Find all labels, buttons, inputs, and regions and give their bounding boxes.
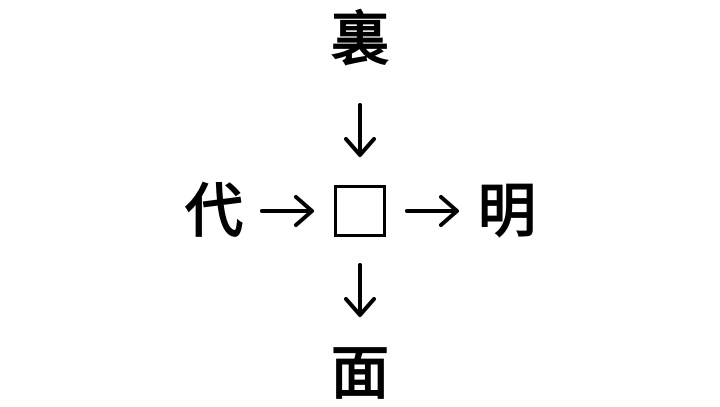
down-arrow-icon: [327, 258, 393, 324]
right-arrow-icon: [255, 178, 321, 244]
down-arrow-icon: [327, 98, 393, 164]
left-kanji: 代: [184, 177, 243, 245]
down-arrow-icon-graphic: [344, 263, 376, 317]
bottom-kanji: 面: [330, 339, 389, 407]
top-kanji: 裏: [330, 5, 389, 73]
down-arrow-icon-graphic: [344, 103, 376, 157]
blank-answer-box[interactable]: [334, 185, 386, 237]
right-arrow-icon-graphic: [405, 195, 459, 227]
right-arrow-icon: [400, 178, 466, 244]
right-kanji: 明: [477, 177, 536, 245]
right-arrow-icon-graphic: [260, 195, 314, 227]
